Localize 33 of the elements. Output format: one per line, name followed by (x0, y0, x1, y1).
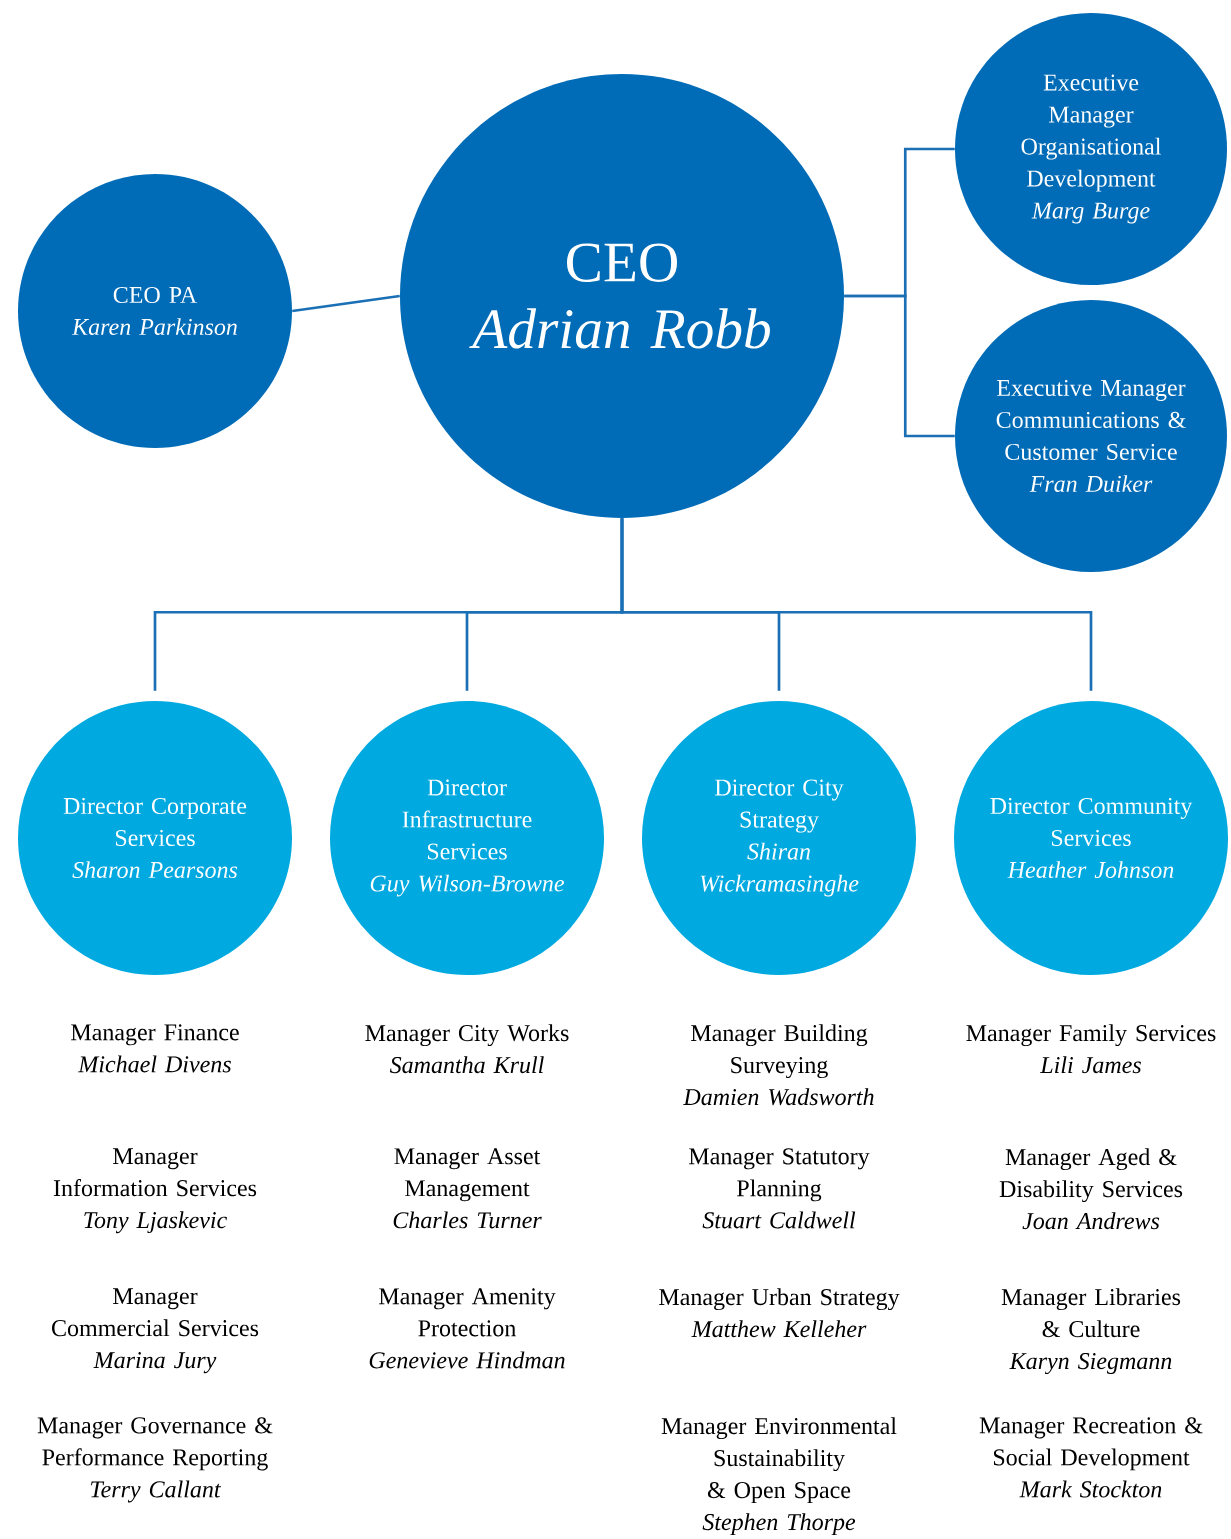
job-title: Manager Governance & Performance Reporting (37, 1417, 273, 1471)
job-title: Manager Commercial Services (52, 1288, 259, 1337)
job-title: Manager Amenity Protection (379, 1288, 556, 1337)
person-name: Tony Ljaskevic (84, 1211, 227, 1234)
connector-line (292, 294, 400, 313)
job-title: Manager Building Surveying (691, 1024, 868, 1079)
job-title: Manager Statutory Planning (689, 1148, 870, 1202)
job-title: Manager Finance (71, 1024, 239, 1046)
job-title: Manager Libraries & Culture (1001, 1288, 1181, 1338)
person-name: Samantha Krull (389, 1056, 544, 1074)
job-title: Manager Family Services (966, 1024, 1216, 1047)
person-name: Marina Jury (93, 1352, 217, 1374)
person-name: Charles Turner (393, 1211, 542, 1229)
job-title: Manager Asset Management (394, 1148, 541, 1202)
person-name: Mark Stockton (1019, 1480, 1162, 1498)
person-name: Lili James (1040, 1056, 1141, 1074)
person-name: Stephen Thorpe (702, 1513, 856, 1536)
job-title: Manager Aged & Disability Services (999, 1148, 1183, 1203)
person-name: Genevieve Hindman (369, 1351, 565, 1369)
job-title: Manager Environmental Sustainability & Open Space (661, 1417, 897, 1504)
person-name: Stuart Caldwell (702, 1211, 856, 1229)
person-name: Michael Divens (78, 1055, 231, 1073)
person-name: Matthew Kelleher (691, 1320, 867, 1338)
job-title: Manager Information Services (53, 1148, 257, 1197)
job-title: Manager City Works (365, 1024, 569, 1047)
job-title: Manager Recreation & Social Development (979, 1417, 1203, 1471)
person-name: Joan Andrews (1022, 1212, 1160, 1230)
connector-line (844, 294, 955, 438)
connector-line (620, 518, 1093, 691)
person-name: Karyn Siegmann (1009, 1353, 1172, 1375)
person-name: Terry Callant (91, 1480, 222, 1503)
job-title: Manager Urban Strategy (659, 1288, 900, 1311)
person-name: Damien Wadsworth (683, 1088, 874, 1106)
